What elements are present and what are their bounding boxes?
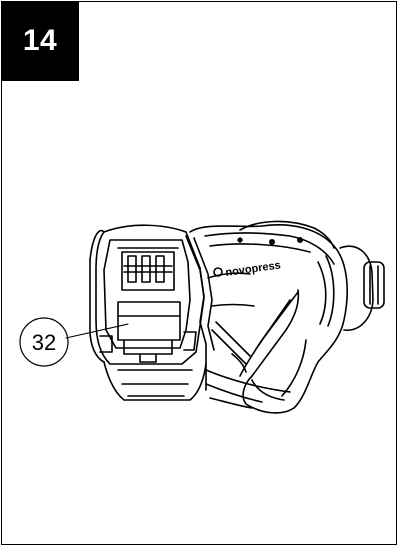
step-number-badge: 14 bbox=[1, 1, 79, 81]
tool-housing bbox=[189, 220, 348, 414]
callout-32: 32 bbox=[19, 317, 129, 367]
step-number: 14 bbox=[22, 24, 58, 57]
brand-name: novopress bbox=[225, 259, 282, 279]
front-skirt bbox=[89, 229, 207, 401]
rear-end-cap bbox=[339, 245, 385, 331]
battery-frame bbox=[95, 224, 205, 365]
callout-label: 32 bbox=[32, 330, 56, 355]
brand-logo: novopress bbox=[213, 259, 282, 279]
